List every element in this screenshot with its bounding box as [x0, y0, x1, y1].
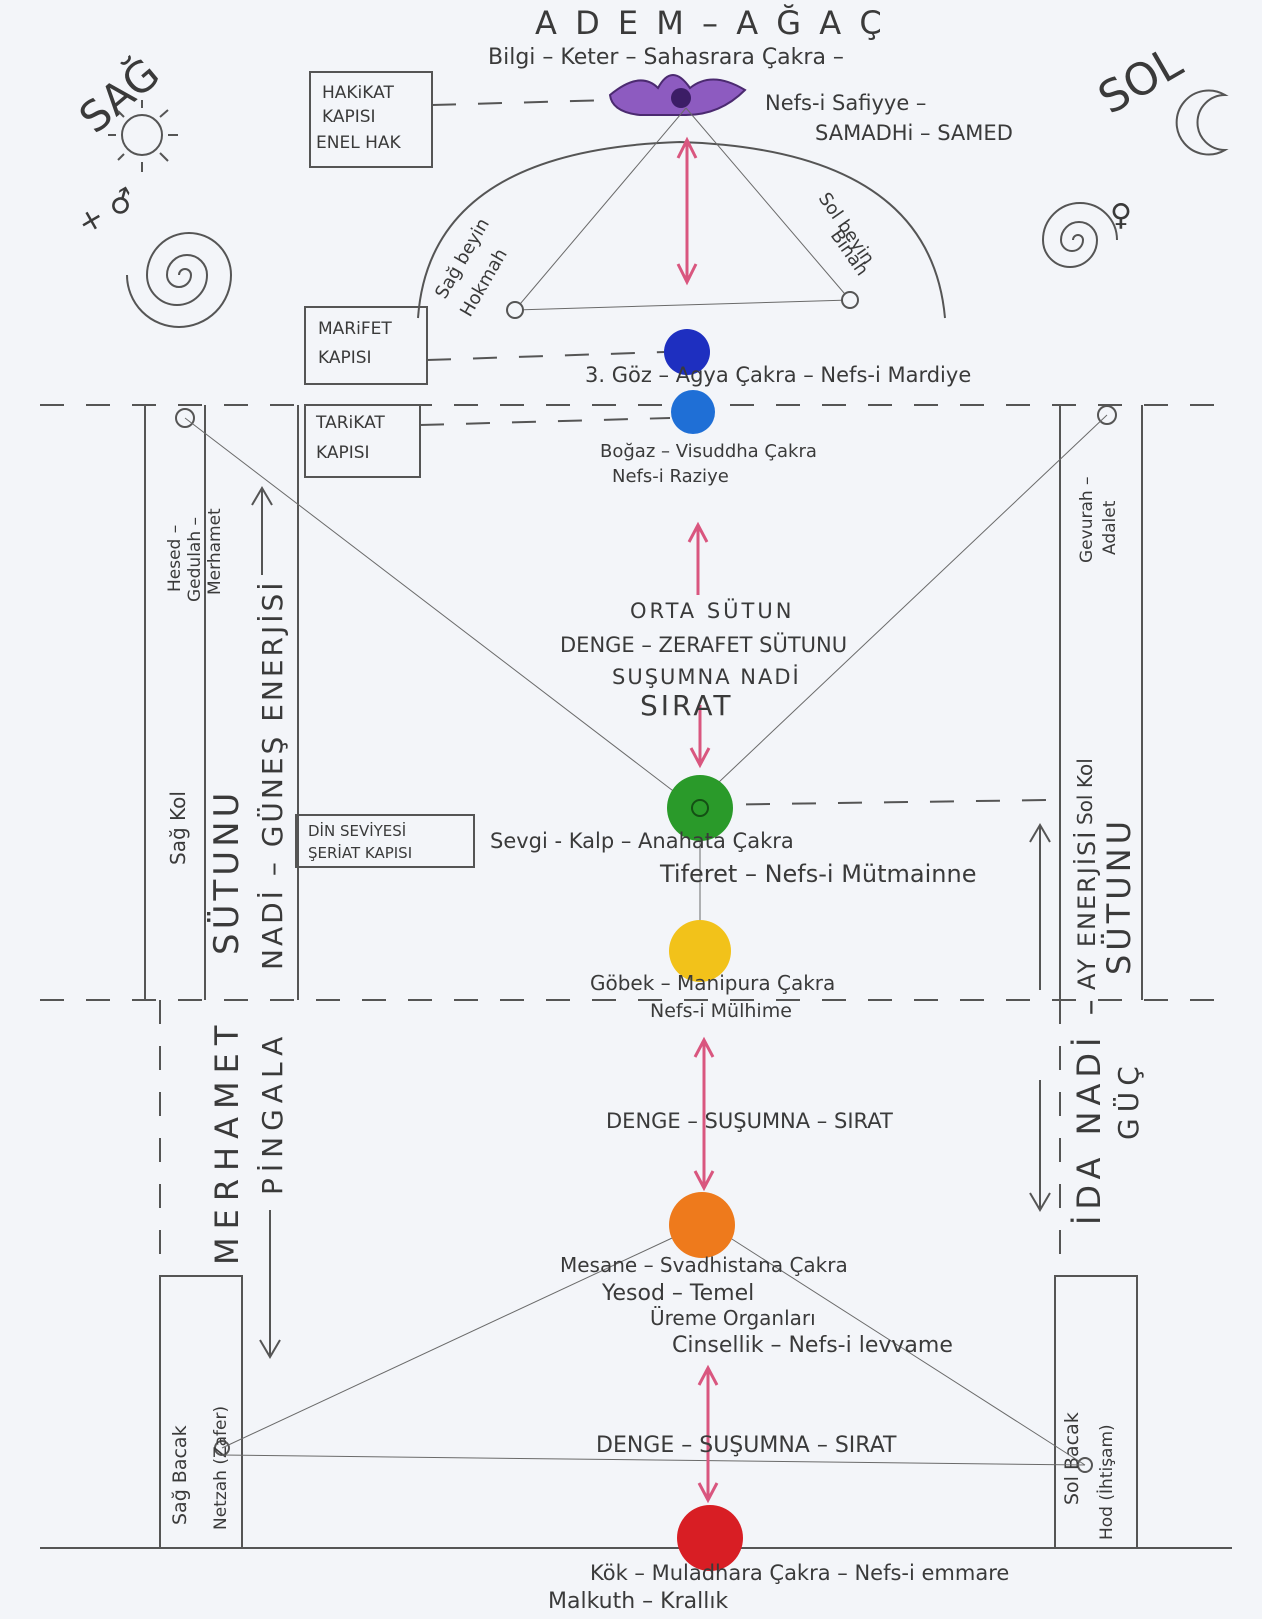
hesed-line3: Merhamet: [205, 508, 225, 595]
spiral-right-icon: [126, 232, 233, 328]
marifet-dash: [426, 351, 666, 361]
left-brain-label: Sol beyin Binah: [814, 189, 879, 280]
hakikat-line1: HAKiKAT: [322, 83, 394, 103]
tarikat-line2: KAPISI: [316, 443, 370, 463]
middle-title-line1: ORTA SÜTUN: [630, 598, 794, 623]
marifet-gate: MARiFET KAPISI: [304, 306, 428, 385]
heart-label-line1: Sevgi - Kalp – Anahata Çakra: [490, 829, 794, 853]
sacral-label-line1: Mesane – Svadhistana Çakra: [560, 1253, 848, 1277]
right-leg-line1: Sağ Bacak: [169, 1425, 191, 1525]
seriat-gate: DİN SEVİYESİ ŞERİAT KAPISI: [295, 814, 475, 868]
brain-triangle: [506, 107, 859, 319]
crown-line3: SAMADHi – SAMED: [815, 121, 1013, 145]
sun-icon: [108, 100, 178, 172]
gevurah-line1: Gevurah –: [1077, 476, 1097, 563]
heart-label-line2: Tiferet – Nefs-i Mütmainne: [659, 860, 976, 888]
hesed-line1: Hesed –: [165, 525, 185, 592]
pingala-arrow-up: [251, 486, 273, 575]
left-arm-label: Sol Kol: [1073, 758, 1097, 825]
seriat-line1: DİN SEVİYESİ: [308, 821, 406, 840]
left-leg-line1: Sol Bacak: [1061, 1412, 1083, 1505]
tarikat-line1: TARiKAT: [315, 413, 385, 433]
right-side-sign: + ♂: [72, 181, 143, 242]
root-label-line2: Malkuth – Krallık: [548, 1589, 728, 1614]
right-arm-label: Sağ Kol: [166, 791, 190, 865]
ida-label: İDA NADİ –: [1070, 993, 1108, 1225]
sacral-label-line2: Yesod – Temel: [601, 1281, 754, 1306]
right-side-label: SAĞ: [69, 48, 169, 143]
marifet-line2: KAPISI: [318, 348, 372, 368]
navel-chakra-dot: [669, 920, 731, 982]
root-label-line1: Kök – Muladhara Çakra – Nefs-i emmare: [590, 1561, 1009, 1585]
crown-line2: Nefs-i Safiyye –: [765, 91, 926, 115]
gevurah-line2: Adalet: [1100, 500, 1120, 555]
third-eye-chakra-dot: [664, 329, 710, 375]
hesed-line2: Gedulah –: [185, 517, 205, 602]
throat-label-line2: Nefs-i Raziye: [612, 466, 729, 487]
seriat-line2: ŞERİAT KAPISI: [308, 843, 412, 862]
right-column-label: SÜTUNU: [206, 789, 247, 955]
tarikat-dash: [419, 417, 671, 426]
spiral-left-icon: [1041, 202, 1118, 268]
middle-title-line3: SUŞUMNA NADİ: [612, 664, 801, 689]
title: A D E M – A Ğ A Ç: [535, 3, 886, 42]
left-side-sign: ♀: [1110, 198, 1132, 233]
moon-arrow-up: [1029, 823, 1051, 990]
crown-line1: Bilgi – Keter – Sahasrara Çakra –: [488, 45, 844, 70]
middle-title-line4: SIRAT: [640, 689, 733, 722]
moon-icon: [1175, 89, 1229, 156]
right-brain-label: Sağ beyin Hokmah: [431, 215, 512, 321]
balance2-label: DENGE – SUŞUMNA – SIRAT: [596, 1433, 897, 1458]
hakikat-gate: HAKiKAT KAPISI ENEL HAK: [309, 71, 433, 168]
hakikat-line3: ENEL HAK: [316, 133, 401, 153]
middle-title-line2: DENGE – ZERAFET SÜTUNU: [560, 632, 847, 657]
sun-energy-label: NADİ – GÜNEŞ ENERJİSİ: [255, 579, 289, 970]
third-eye-label: 3. Göz – Agya Çakra – Nefs-i Mardiye: [585, 363, 971, 387]
seriat-dash: [699, 799, 1051, 806]
mercy-label: MERHAMET: [208, 1018, 246, 1265]
moon-energy-label: AY ENERJİSİ: [1072, 830, 1101, 990]
tarikat-gate: TARiKAT KAPISI: [304, 404, 421, 478]
left-leg-line2: Hod (İhtişam): [1096, 1424, 1117, 1540]
crown-chakra-icon: [608, 74, 747, 116]
marifet-line1: MARiFET: [318, 319, 392, 339]
root-chakra-dot: [677, 1505, 743, 1571]
navel-label-line1: Göbek – Manipura Çakra: [590, 971, 835, 995]
balance1-label: DENGE – SUŞUMNA – SIRAT: [606, 1109, 893, 1133]
head-arc: [417, 140, 946, 319]
middle-arrows: [676, 136, 719, 1504]
throat-label-line1: Boğaz – Visuddha Çakra: [600, 441, 817, 462]
heart-center-ring: [691, 799, 709, 817]
hakikat-line2: KAPISI: [322, 107, 376, 127]
navel-label-line2: Nefs-i Mülhime: [650, 1000, 792, 1022]
heart-chakra-dot: [667, 775, 733, 841]
throat-chakra-dot: [671, 390, 715, 434]
connector-lines: [184, 414, 1108, 1466]
hakikat-dash: [431, 99, 613, 106]
sacral-label-line3: Üreme Organları: [650, 1306, 816, 1330]
left-column-label: SÜTUNU: [1100, 817, 1138, 975]
power-label: GÜÇ: [1111, 1060, 1145, 1140]
left-pillar: [1054, 405, 1143, 1549]
right-leg-line2: Netzah (Zafer): [211, 1406, 231, 1530]
left-side-label: SOL: [1090, 37, 1191, 125]
sacral-label-line4: Cinsellik – Nefs-i levvame: [672, 1333, 953, 1358]
sacral-chakra-dot: [669, 1192, 735, 1258]
pingala-label: PİNGALA: [256, 1031, 289, 1195]
ida-arrow-down: [1029, 1080, 1051, 1212]
pingala-arrow-down: [259, 1210, 281, 1359]
